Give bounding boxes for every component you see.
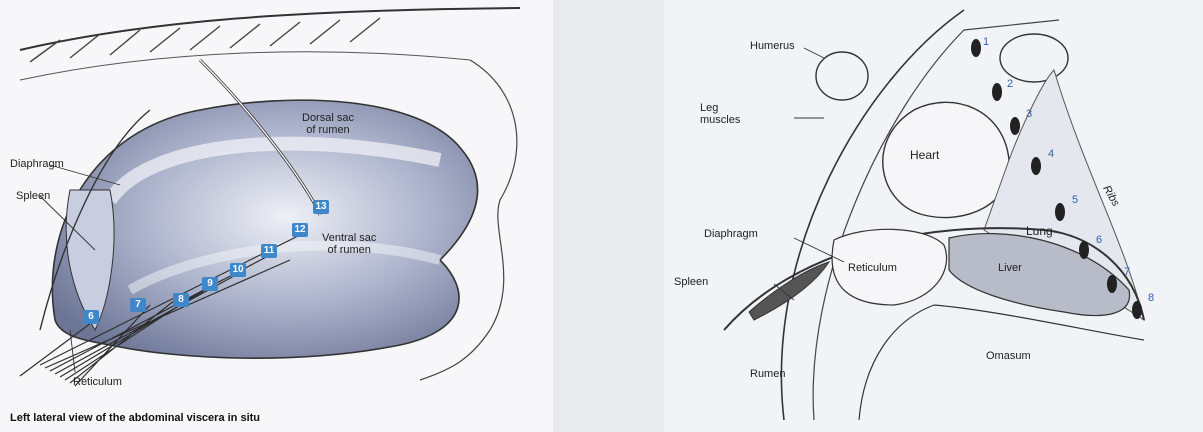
rib-number-4: 4 [1048, 148, 1054, 160]
rib-badge-9: 9 [202, 277, 218, 291]
rumen-boundary [859, 305, 934, 420]
ventral-sac-label-line1: Ventral sac [322, 232, 376, 244]
rib-badge-10: 10 [230, 263, 246, 277]
humerus-outline-2 [1000, 34, 1068, 82]
leg-muscles-label-line2: muscles [700, 114, 740, 126]
omasum-label: Omasum [986, 350, 1031, 362]
rib-number-3: 3 [1026, 108, 1032, 120]
rib-badge-6: 6 [83, 310, 99, 324]
rib-number-5: 5 [1072, 194, 1078, 206]
rib-number-7: 7 [1124, 266, 1130, 278]
liver-label: Liver [998, 262, 1022, 274]
rib-number-6: 6 [1096, 234, 1102, 246]
spine-outline [20, 8, 520, 50]
diaphragm-label: Diaphragm [704, 228, 758, 240]
figure-caption: Left lateral view of the abdominal visce… [10, 412, 260, 424]
cross-section-illustration [664, 0, 1203, 432]
dorsal-sac-label-line2: of rumen [302, 124, 354, 136]
heart-outline [883, 102, 1010, 217]
back-muscle-line [20, 52, 470, 80]
spleen-shape [749, 262, 829, 320]
spleen-label: Spleen [674, 276, 708, 288]
rib-badge-12: 12 [292, 223, 308, 237]
rib-number-8: 8 [1148, 292, 1154, 304]
rib-badge-7: 7 [130, 298, 146, 312]
rib-badge-8: 8 [173, 293, 189, 307]
leg-muscles-label-line1: Leg [700, 102, 740, 114]
dorsal-sac-label-line1: Dorsal sac [302, 112, 354, 124]
humerus-outline [816, 52, 868, 100]
reticulum-label: Reticulum [73, 376, 122, 388]
left-lateral-view-panel: Diaphragm Spleen Reticulum Dorsal sac of… [0, 0, 553, 432]
rumen-label: Rumen [750, 368, 785, 380]
ventral-sac-label: Ventral sac of rumen [322, 232, 376, 256]
ventral-sac-label-line2: of rumen [322, 244, 376, 256]
reticulum-label: Reticulum [848, 262, 897, 274]
thoracic-cross-section-panel: Humerus Leg muscles Heart Lung Ribs Diap… [664, 0, 1203, 432]
rib-badge-11: 11 [261, 244, 277, 258]
diaphragm-label: Diaphragm [10, 158, 64, 170]
heart-label: Heart [910, 148, 939, 162]
rib-number-1: 1 [983, 36, 989, 48]
lung-label: Lung [1026, 224, 1053, 238]
humerus-label: Humerus [750, 40, 795, 52]
spleen-label: Spleen [16, 190, 50, 202]
dorsal-sac-label: Dorsal sac of rumen [302, 112, 354, 136]
rib-badge-13: 13 [313, 200, 329, 214]
leg-muscles-label: Leg muscles [700, 102, 740, 126]
abdominal-viscera-illustration [0, 0, 553, 432]
rib-number-2: 2 [1007, 78, 1013, 90]
